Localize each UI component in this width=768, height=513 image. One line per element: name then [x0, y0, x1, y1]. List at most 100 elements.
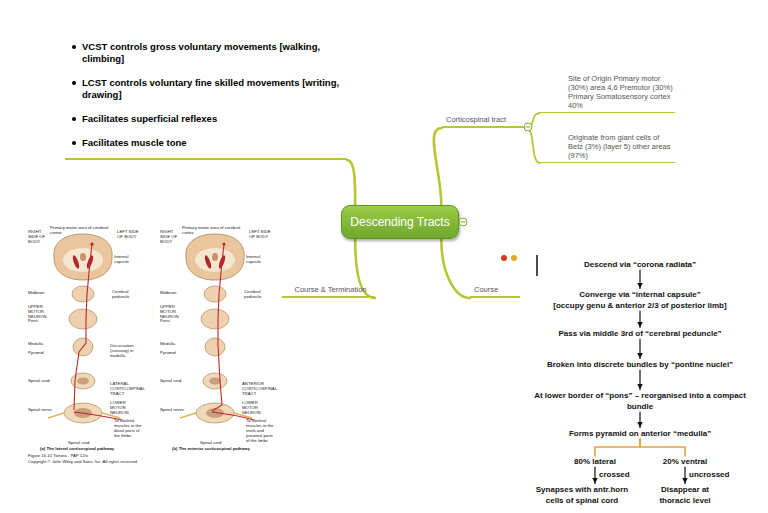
branch-line	[526, 113, 540, 128]
central-topic: Descending Tracts	[341, 205, 459, 239]
figure-label: Pyramid	[160, 350, 184, 355]
step-text: Converge via “internal capsule”	[525, 289, 755, 300]
flow-step: 20% ventral	[653, 456, 717, 467]
figure-label: Internal capsule	[246, 254, 270, 264]
flow-step: Disappear at thoracic level	[650, 484, 720, 506]
white-matter	[63, 248, 103, 272]
figure-label: Midbrain	[160, 290, 186, 295]
edge-label: uncrossed	[689, 470, 729, 480]
figure-label: Pons	[28, 318, 52, 323]
topic-text: Descending Tracts	[350, 215, 449, 229]
step-text: Broken into discrete bundles by “pontine…	[525, 359, 755, 370]
neuroanatomy-sections	[48, 234, 120, 423]
bullet-item: Facilitates superficial reflexes	[82, 113, 347, 125]
flow-arrow	[639, 270, 640, 289]
step-text: Descend via “corona radiata”	[550, 259, 730, 270]
pons-section	[69, 309, 97, 329]
figure-label: Decussation (crossing) in medulla	[110, 343, 138, 358]
figure-label: Spinal cord	[160, 378, 184, 383]
neuron-body	[90, 242, 93, 245]
midbrain-section	[72, 286, 94, 302]
flow-step: Pass via middle 3rd of “cerebral peduncl…	[535, 328, 745, 339]
figure-label: Spinal cord	[68, 440, 98, 445]
flow-arrow	[639, 339, 640, 359]
figure-caption: (b) The anterior corticospinal pathway	[172, 446, 267, 451]
bullet-topic: VCST controls gross voluntary movements …	[65, 38, 347, 160]
branch-topic: Course	[470, 285, 520, 298]
figure-label: UPPER MOTOR NEURON	[160, 304, 186, 319]
figure-label: Medulla	[160, 341, 184, 346]
upper-motor-neuron	[212, 244, 224, 411]
brain-section	[54, 234, 112, 280]
step-text: Pass via middle 3rd of “cerebral peduncl…	[535, 328, 745, 339]
figure-label: Spinal nerve	[28, 407, 52, 412]
flow-step: At lower border of “pons” – reorganised …	[532, 390, 748, 412]
priority-dot	[511, 255, 517, 261]
topic-text: Corticospinal tract	[446, 115, 526, 125]
step-text: Forms pyramid on anterior “medulla”	[545, 428, 735, 439]
figure-label: Pyramid	[28, 350, 52, 355]
upper-motor-neuron	[74, 244, 92, 410]
flow-step: Synapses with antr.horn cells of spinal …	[527, 484, 637, 506]
flow-arrow	[639, 311, 640, 328]
figure-label: Cerebral peduncle	[244, 289, 268, 299]
edge-label: crossed	[599, 470, 630, 480]
figure-label: To skeletal muscles in the trunk and pro…	[246, 418, 276, 443]
flow-arrow	[639, 370, 640, 390]
figure-label: LATERAL CORTICOSPINAL TRACT	[110, 381, 140, 396]
step-text: 80% lateral	[563, 456, 627, 467]
step-text: [occupy genu & anterior 2/3 of posterior…	[525, 300, 755, 311]
topic-text: Course	[474, 285, 520, 295]
step-text: Synapses with antr.horn cells of spinal …	[527, 484, 637, 506]
spinal-nerve	[48, 413, 64, 418]
topic-text: Course & Termination	[286, 285, 375, 295]
figure-label: ANTERIOR CORTICOSPINAL TRACT	[242, 381, 272, 396]
bullet-item: LCST controls voluntary fine skilled mov…	[82, 77, 347, 101]
grey-matter	[77, 378, 89, 385]
figure-label: Cerebral peduncle	[112, 289, 136, 299]
flow-arrow	[639, 412, 640, 428]
branch-topic: Corticospinal tract	[442, 115, 526, 128]
figure-label: Spinal cord	[200, 440, 230, 445]
figure-label: Copyright © John Wiley and Sons, Inc. Al…	[28, 459, 228, 464]
neuron-body	[222, 242, 225, 245]
subtopic: Originate from giant cells of Betz (3%) …	[540, 133, 675, 163]
flow-step: Converge via “internal capsule”[occupy g…	[525, 289, 755, 311]
figure-label: Figure 16.10 Tortora - PAP 12/e	[28, 453, 168, 458]
bullet-item: Facilitates muscle tone	[82, 137, 347, 149]
split-line	[595, 439, 640, 456]
collapse-knob	[459, 218, 467, 226]
branch-line	[434, 128, 442, 205]
collapse-knob	[524, 123, 532, 131]
internal-capsule	[72, 255, 81, 270]
step-text: At lower border of “pons” – reorganised …	[532, 390, 748, 412]
figure-caption: (a) The lateral corticospinal pathway	[40, 446, 135, 451]
ventricle	[80, 253, 86, 261]
neuroanatomy-sections	[180, 234, 252, 423]
figure-label: Internal capsule	[114, 254, 138, 264]
subtopic-text: Site of Origin Primary motor (30%) area …	[568, 74, 675, 110]
flow-arrow	[684, 467, 685, 484]
collapse-knob	[461, 222, 466, 223]
figure-label: Primary motor area of cerebral cortex	[50, 225, 112, 235]
figure-label: Spinal cord	[28, 378, 52, 383]
flow-step: 80% lateral	[563, 456, 627, 467]
branch-topic: Course & Termination	[282, 285, 375, 298]
bullet-item: VCST controls gross voluntary movements …	[82, 41, 347, 65]
flow-arrow	[594, 467, 595, 484]
branch-line	[441, 239, 470, 298]
figure-label: Primary motor area of cerebral cortex	[182, 225, 244, 235]
flow-step: Forms pyramid on anterior “medulla”	[545, 428, 735, 439]
bracket-line	[536, 255, 538, 276]
branch-line	[347, 160, 355, 205]
figure-label: Midbrain	[28, 290, 54, 295]
collapse-knob	[526, 127, 531, 128]
flow-step: Descend via “corona radiata”	[550, 259, 730, 270]
step-text: Disappear at thoracic level	[650, 484, 720, 506]
subtopic: Site of Origin Primary motor (30%) area …	[540, 74, 675, 113]
figure-label: RIGHT SIDE OF BODY	[28, 229, 52, 244]
flow-step: Broken into discrete bundles by “pontine…	[525, 359, 755, 370]
priority-dot	[501, 255, 507, 261]
figure-label: LEFT SIDE OF BODY	[249, 229, 275, 239]
